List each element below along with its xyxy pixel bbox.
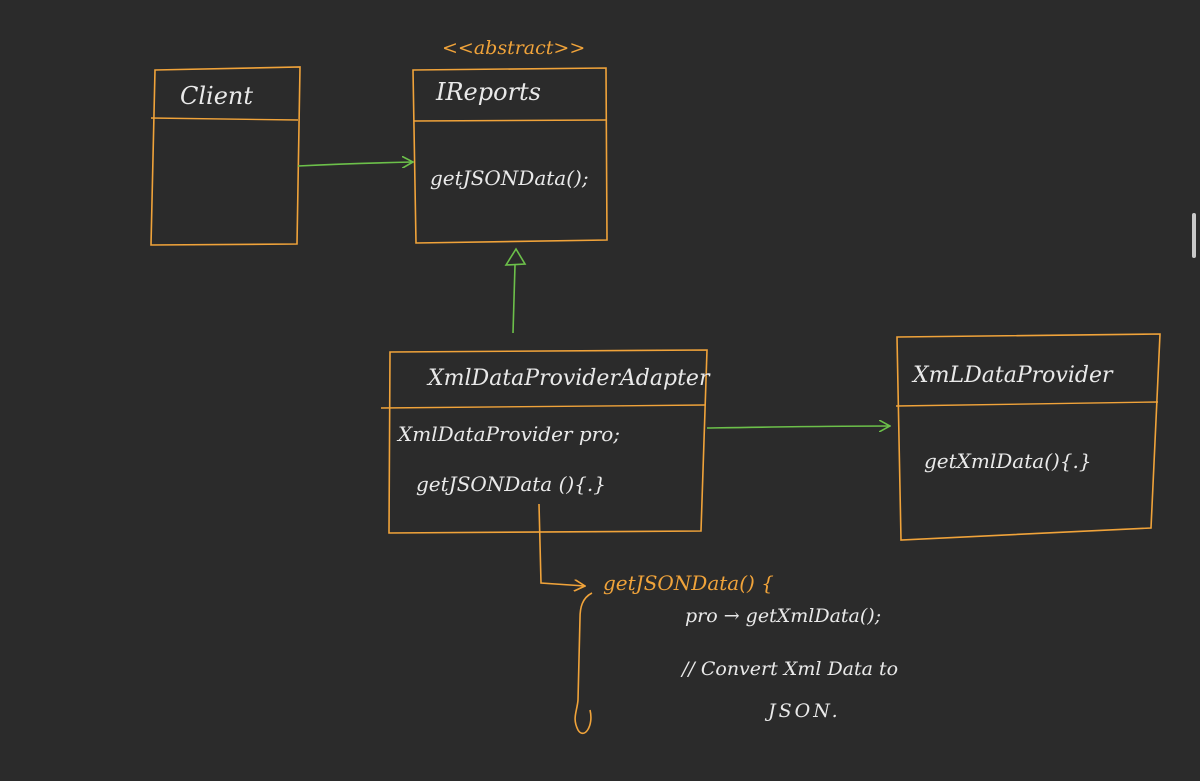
adapter-title: XmlDataProviderAdapter: [426, 366, 711, 391]
adapter-implements-ireports-arrow: [504, 247, 527, 334]
provider-class-box: XmLDataProvider getXmlData(){.}: [895, 333, 1161, 541]
client-title: Client: [180, 82, 253, 110]
adapter-class-box: XmlDataProviderAdapter XmlDataProvider p…: [380, 349, 711, 534]
note-line-2: // Convert Xml Data to: [680, 658, 898, 680]
note-line-1: pro → getXmlData();: [685, 605, 881, 627]
provider-method: getXmlData(){.}: [924, 449, 1092, 473]
note-line-3: JSON.: [764, 700, 841, 722]
ireports-title: IReports: [435, 78, 541, 106]
note-connector-line: [538, 503, 585, 586]
ireports-method: getJSONData();: [430, 166, 589, 190]
stereotype-label: <<abstract>>: [442, 37, 585, 59]
provider-title: XmLDataProvider: [911, 363, 1114, 388]
adapter-method: getJSONData (){.}: [416, 472, 606, 496]
client-to-ireports-arrow: [297, 162, 413, 166]
ireports-class-box: IReports getJSONData();: [412, 67, 608, 244]
client-class-box: Client: [150, 66, 301, 246]
adapter-to-provider-arrow: [706, 426, 890, 428]
scrollbar-thumb[interactable]: [1192, 213, 1196, 258]
note-header: getJSONData() {: [603, 571, 774, 595]
adapter-field: XmlDataProvider pro;: [396, 422, 620, 446]
note-bracket: [574, 592, 593, 735]
